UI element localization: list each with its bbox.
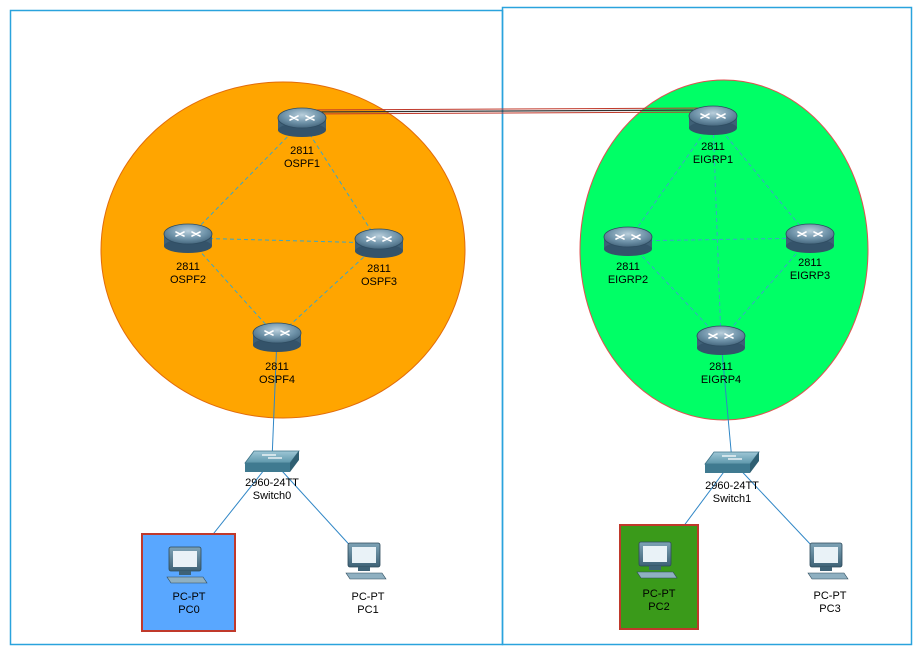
- router-eigrp2-model: 2811: [616, 261, 640, 273]
- switch-switch0-name: Switch0: [253, 490, 292, 502]
- router-eigrp1-model: 2811: [701, 141, 725, 153]
- router-icon: [696, 325, 746, 355]
- router-ospf4[interactable]: 2811 OSPF4: [252, 322, 302, 386]
- router-eigrp2-name: EIGRP2: [608, 274, 648, 286]
- router-eigrp3[interactable]: 2811 EIGRP3: [785, 223, 835, 282]
- pc-icon: [345, 542, 387, 580]
- eigrp-area-border: [501, 6, 913, 646]
- pc-pc3[interactable]: PC-PT PC3: [807, 542, 849, 615]
- router-eigrp4-model: 2811: [709, 361, 733, 373]
- eigrp-domain-area: [579, 79, 869, 421]
- router-eigrp4[interactable]: 2811 EIGRP4: [696, 325, 746, 386]
- link-eigrp1-eigrp2: [627, 119, 714, 242]
- pc-pc2-name: PC2: [648, 601, 669, 613]
- link-ospf4-switch0: [271, 336, 278, 461]
- link-ospf1-ospf2: [187, 121, 303, 239]
- pc-icon: [166, 546, 208, 584]
- pc-pc3-model: PC-PT: [814, 590, 847, 602]
- router-ospf2[interactable]: 2811 OSPF2: [163, 223, 213, 286]
- link-eigrp3-eigrp4: [720, 237, 811, 341]
- link-ospf2-ospf4: [187, 237, 278, 338]
- pc-icon: [636, 541, 678, 579]
- link-eigrp1-eigrp3: [712, 119, 811, 239]
- link-eigrp4-switch1: [720, 339, 733, 462]
- link-ospf1-eigrp1-strand: [301, 107, 714, 111]
- router-ospf3-name: OSPF3: [361, 276, 397, 288]
- pc-pc1-model: PC-PT: [352, 591, 385, 603]
- router-icon: [163, 223, 213, 253]
- pc-pc0-name: PC0: [178, 604, 199, 616]
- link-eigrp2-eigrp3: [627, 237, 811, 242]
- link-eigrp2-eigrp4: [627, 240, 722, 341]
- router-ospf1-name: OSPF1: [284, 158, 320, 170]
- router-icon: [277, 107, 327, 137]
- link-eigrp1-eigrp4: [712, 119, 722, 341]
- pc-pc0-model: PC-PT: [173, 591, 206, 603]
- pc-pc0[interactable]: PC-PT PC0: [166, 546, 208, 616]
- router-icon: [354, 228, 404, 258]
- switch-switch1-name: Switch1: [713, 493, 752, 505]
- pc-pc2-model: PC-PT: [643, 588, 676, 600]
- router-ospf2-name: OSPF2: [170, 274, 206, 286]
- switch-switch1[interactable]: 2960-24TT Switch1: [704, 451, 760, 505]
- router-eigrp3-name: EIGRP3: [790, 270, 830, 282]
- pc-pc1-name: PC1: [357, 604, 378, 616]
- router-icon: [688, 105, 738, 135]
- router-ospf3-model: 2811: [367, 263, 391, 275]
- pc-pc3-name: PC3: [819, 603, 840, 615]
- ospf-domain-area: [100, 81, 466, 419]
- link-ospf2-ospf3: [187, 237, 380, 244]
- link-ospf1-ospf3: [301, 121, 380, 244]
- switch-switch0-model: 2960-24TT: [245, 477, 299, 489]
- router-eigrp1-name: EIGRP1: [693, 154, 733, 166]
- switch-switch1-model: 2960-24TT: [705, 480, 759, 492]
- router-ospf1[interactable]: 2811 OSPF1: [277, 107, 327, 170]
- router-ospf4-model: 2811: [265, 361, 289, 373]
- switch-switch0[interactable]: 2960-24TT Switch0: [244, 450, 300, 502]
- router-ospf3[interactable]: 2811 OSPF3: [354, 228, 404, 288]
- router-ospf2-model: 2811: [176, 261, 200, 273]
- router-eigrp2[interactable]: 2811 EIGRP2: [603, 226, 653, 286]
- router-icon: [252, 322, 302, 352]
- router-eigrp3-model: 2811: [798, 257, 822, 269]
- router-ospf1-model: 2811: [290, 145, 314, 157]
- link-ospf3-ospf4: [276, 242, 380, 338]
- router-eigrp1[interactable]: 2811 EIGRP1: [688, 105, 738, 166]
- switch-icon: [244, 450, 300, 472]
- link-ospf1-eigrp1: [301, 109, 714, 113]
- switch-icon: [704, 451, 760, 473]
- router-icon: [785, 223, 835, 253]
- router-icon: [603, 226, 653, 256]
- router-eigrp4-name: EIGRP4: [701, 374, 741, 386]
- pc-pc1[interactable]: PC-PT PC1: [345, 542, 387, 616]
- router-ospf4-name: OSPF4: [259, 374, 295, 386]
- pc-pc2[interactable]: PC-PT PC2: [636, 541, 678, 613]
- link-ospf1-eigrp1-strand: [301, 111, 714, 115]
- pc-icon: [807, 542, 849, 580]
